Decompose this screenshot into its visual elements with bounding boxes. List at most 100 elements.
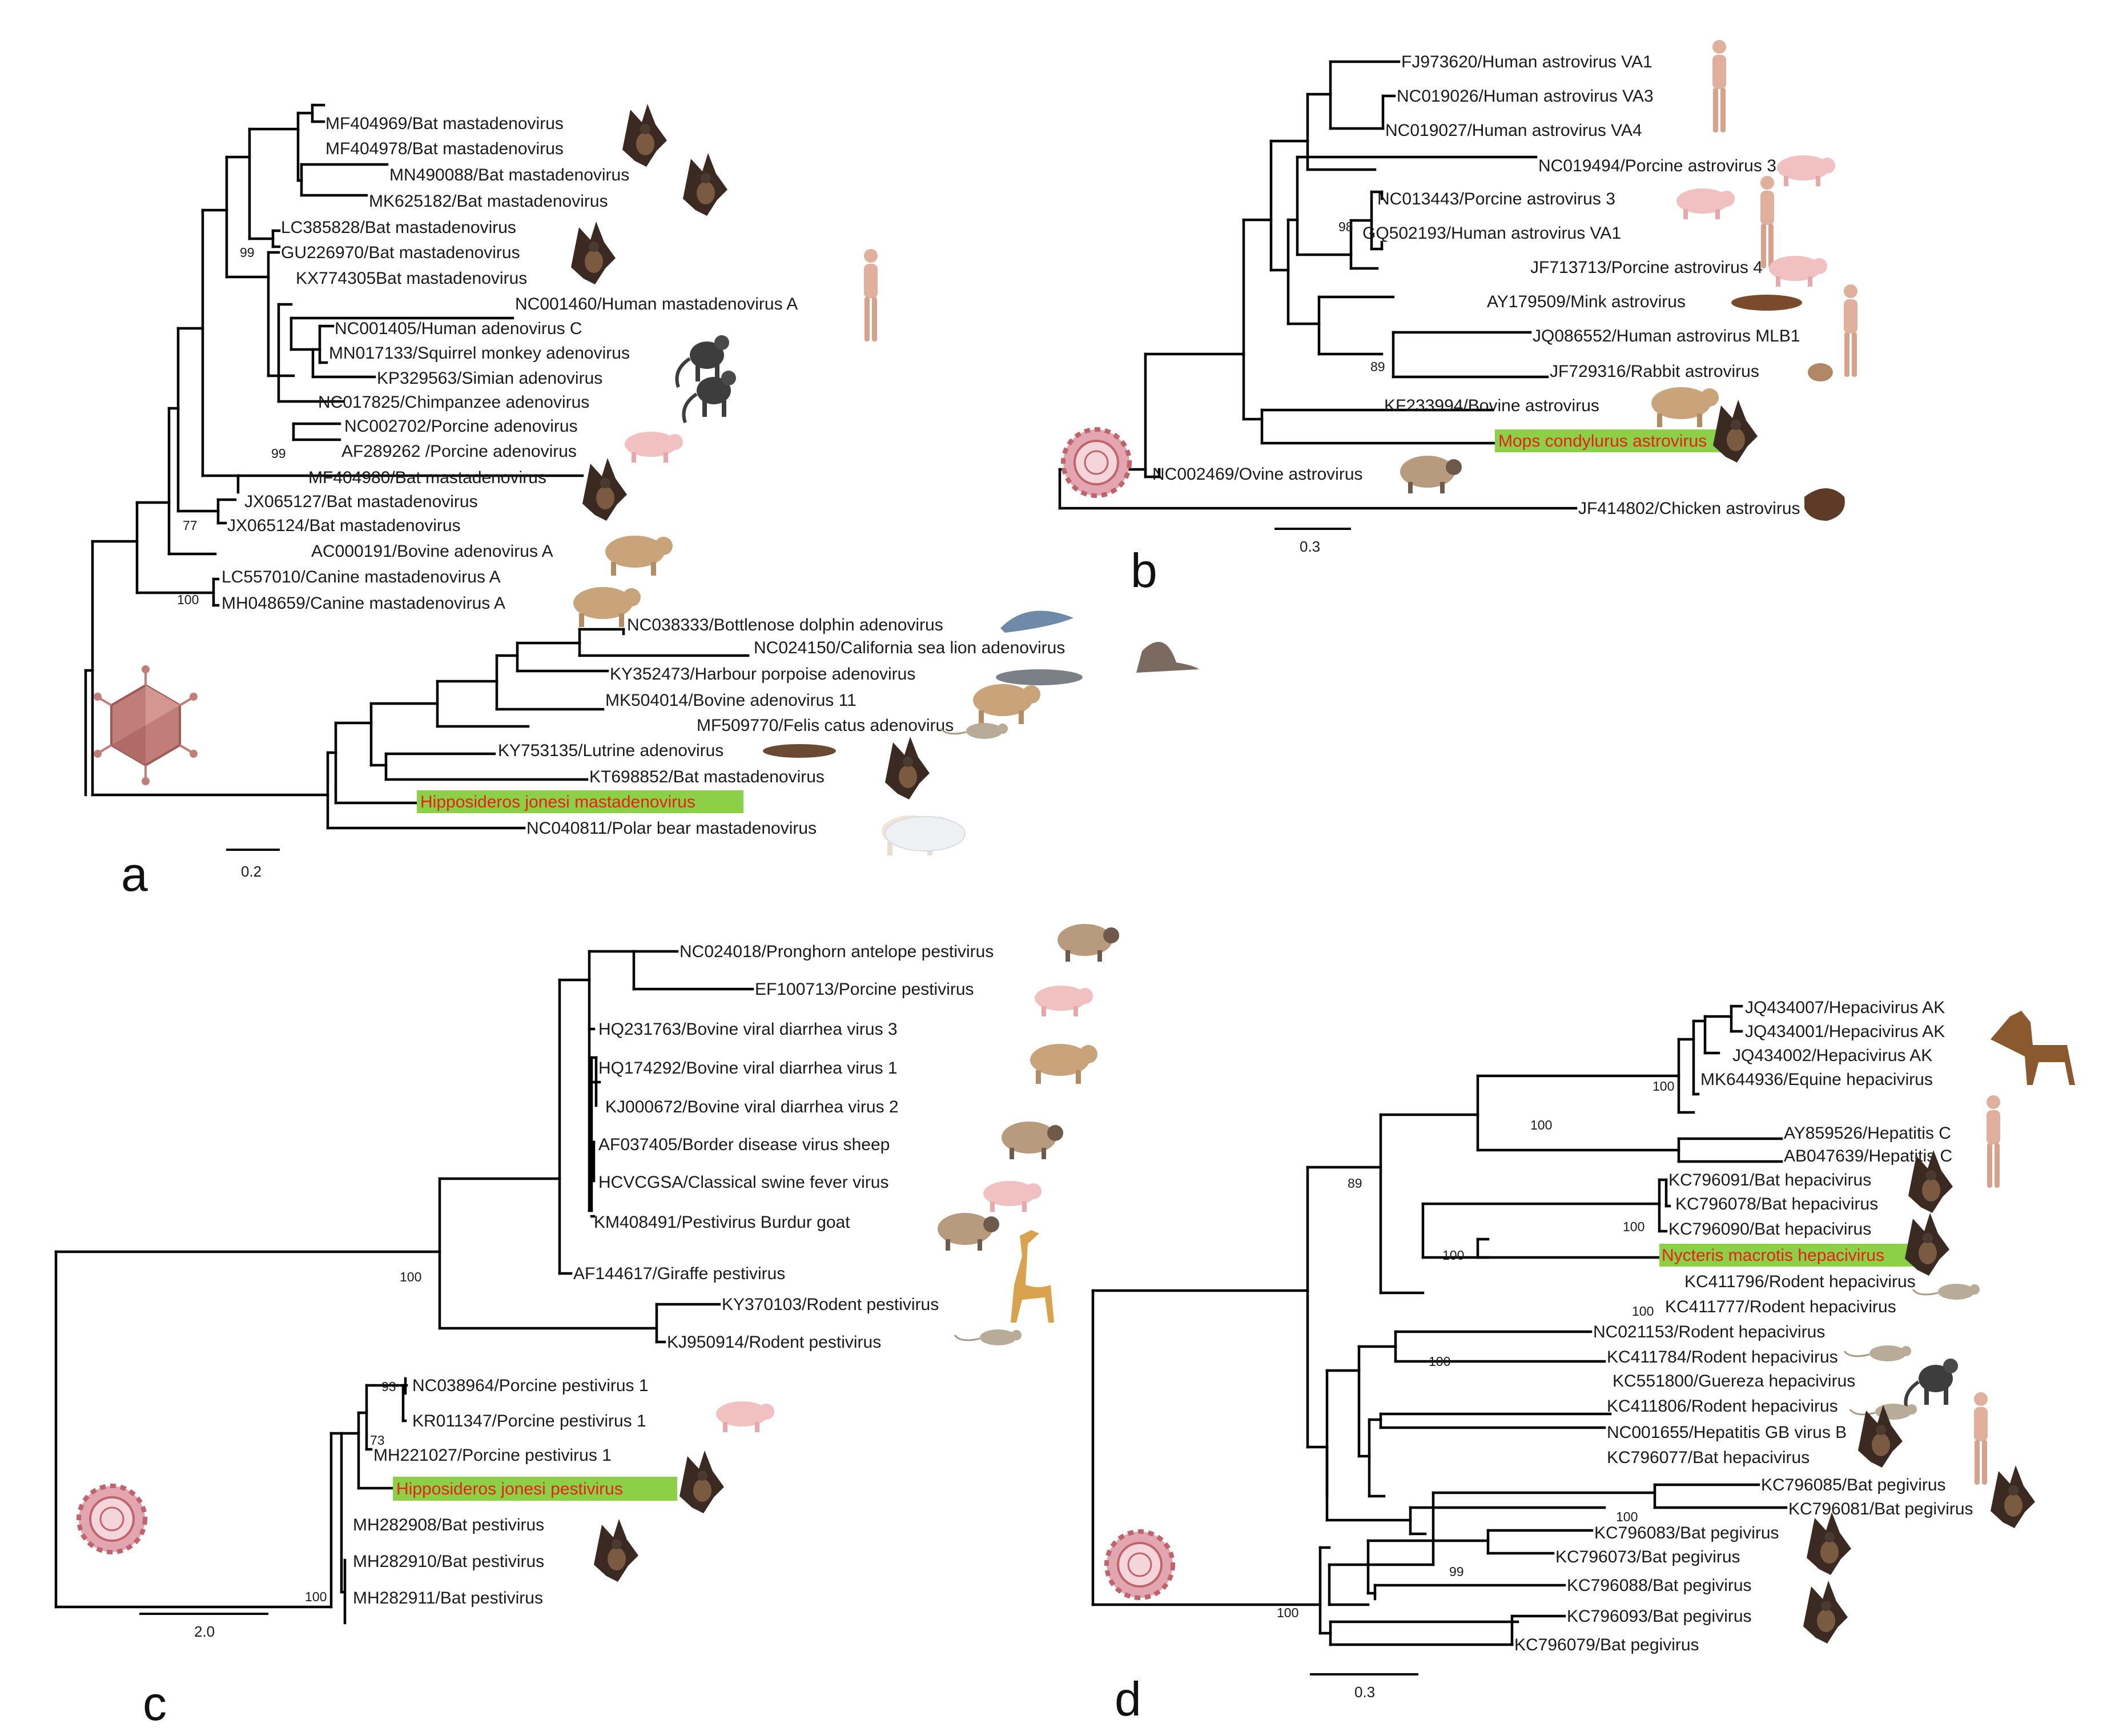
tip-label: JX065127/Bat mastadenovirus [244,492,478,511]
panel-c-bootstrap-values: 100 93 73 100 [305,1269,421,1604]
scale-label: 2.0 [194,1623,215,1640]
panel-a-adenovirus-tree: MF404969/Bat mastadenovirus MF404978/Bat… [84,103,1199,901]
bat-icon [622,104,667,167]
tip-label: NC002469/Ovine astrovirus [1152,465,1363,484]
bat-icon [571,222,616,284]
bootstrap-value: 89 [1370,359,1385,374]
bootstrap-value: 100 [400,1269,421,1284]
tip-label: KY352473/Harbour porpoise adenovirus [610,665,915,684]
panel-c-leaf-labels: NC024018/Pronghorn antelope pestivirus E… [353,942,994,1608]
tip-label: MK504014/Bovine adenovirus 11 [605,691,857,710]
bat-icon [1713,400,1758,463]
bootstrap-value: 93 [381,1379,396,1394]
tip-label: MH221027/Porcine pestivirus 1 [373,1446,612,1465]
tip-label: KC796090/Bat hepacivirus [1668,1220,1871,1239]
cow-icon [1651,387,1719,427]
tip-label: KC796093/Bat pegivirus [1567,1607,1752,1626]
tip-label: GU226970/Bat mastadenovirus [281,243,520,262]
panel-c-branches [54,950,754,1625]
pig-icon [983,1181,1042,1212]
panel-c-scale-bar: 2.0 [139,1613,268,1640]
tip-label: MK644936/Equine hepacivirus [1700,1070,1933,1089]
panel-a-scale-bar: 0.2 [226,849,280,880]
panel-b-icons [1063,40,1857,521]
bat-icon [1807,1512,1851,1575]
tip-label: NC024150/California sea lion adenovirus [754,638,1065,657]
mink-icon [1731,295,1802,311]
tip-label: KC796079/Bat pegivirus [1514,1635,1699,1654]
pestivirus-icon [79,1486,145,1552]
tip-label: AF037405/Border disease virus sheep [598,1135,890,1154]
human-icon [864,249,878,341]
bootstrap-value: 98 [1338,219,1353,234]
tip-label: AY859526/Hepatitis C [1784,1124,1951,1143]
pig-icon [1676,188,1735,219]
tip-label: KF233994/Bovine astrovirus [1384,396,1599,415]
bootstrap-value: 100 [1616,1509,1638,1524]
bat-icon [1991,1465,2035,1528]
bootstrap-value: 99 [240,245,255,260]
tip-label: KC796091/Bat hepacivirus [1668,1171,1871,1190]
tip-label: KP329563/Simian adenovirus [377,369,602,388]
panel-d-scale-bar: 0.3 [1310,1673,1418,1701]
otter-icon [763,744,836,758]
tip-label: KY753135/Lutrine adenovirus [498,741,723,760]
panel-c-icons [79,924,1119,1582]
tip-label: LC557010/Canine mastadenovirus A [222,568,501,586]
scale-label: 0.3 [1300,538,1320,555]
tip-label: MH048659/Canine mastadenovirus A [222,594,505,613]
pig-icon [1035,986,1093,1016]
bat-icon [679,1450,724,1513]
panel-d-icons [1107,1011,2075,1643]
highlight-label: Mops condylurus astrovirus [1498,432,1707,451]
panel-d-leaf-labels: JQ434007/Hepacivirus AK JQ434001/Hepaciv… [1514,998,1973,1654]
pronghorn-icon [1058,924,1119,962]
tip-label: AY179509/Mink astrovirus [1487,292,1686,311]
panel-a-leaf-labels: MF404969/Bat mastadenovirus MF404978/Bat… [222,114,1065,838]
tip-label: MK625182/Bat mastadenovirus [369,192,608,211]
tip-label: MH282911/Bat pestivirus [353,1589,543,1608]
panel-c-pestivirus-tree: NC024018/Pronghorn antelope pestivirus E… [54,924,1119,1730]
bootstrap-value: 100 [177,592,199,607]
tip-label: HCVCGSA/Classical swine fever virus [598,1173,888,1192]
bootstrap-value: 100 [1277,1605,1298,1620]
rat-icon [954,1328,1023,1347]
tip-label: KT698852/Bat mastadenovirus [589,767,825,786]
tip-label: KC796078/Bat hepacivirus [1675,1195,1878,1213]
tip-label: NC001405/Human adenovirus C [335,319,582,338]
human-icon [1844,284,1857,377]
highlight-box [417,790,743,813]
bootstrap-value: 100 [1623,1219,1644,1234]
cow-icon [973,684,1040,724]
tip-label: FJ973620/Human astrovirus VA1 [1401,53,1652,71]
bootstrap-value: 99 [271,446,286,461]
tip-label: KC796077/Bat hepacivirus [1607,1448,1810,1467]
bootstrap-value: 100 [1530,1118,1552,1132]
tip-label: KC796088/Bat pegivirus [1567,1576,1752,1595]
panel-label: d [1115,1672,1141,1726]
highlight-box [393,1477,677,1501]
hepacivirus-icon [1107,1532,1173,1598]
bootstrap-value: 89 [1348,1176,1362,1191]
tip-label: KM408491/Pestivirus Burdur goat [594,1213,850,1232]
tip-label: KY370103/Rodent pestivirus [722,1295,939,1314]
tip-label: HQ174292/Bovine viral diarrhea virus 1 [598,1059,898,1078]
tip-label: NC040811/Polar bear mastadenovirus [526,819,817,838]
bootstrap-value: 100 [1442,1248,1464,1263]
human-icon [1987,1095,2000,1188]
human-icon [1974,1392,1988,1485]
panel-a-branches [84,103,750,830]
tip-label: KC796085/Bat pegivirus [1761,1476,1946,1494]
bootstrap-value: 100 [1429,1354,1450,1369]
panel-d-branches [1091,1004,1788,1646]
tip-label: AC000191/Bovine adenovirus A [311,542,553,561]
human-icon [1712,40,1726,132]
bootstrap-value: 100 [1632,1304,1654,1319]
tip-label: NC038333/Bottlenose dolphin adenovirus [627,616,943,634]
rat-icon [1912,1283,1981,1301]
panel-b-astrovirus-tree: FJ973620/Human astrovirus VA1 NC019026/H… [1058,40,1857,597]
tip-label: NC001655/Hepatitis GB virus B [1607,1423,1847,1442]
human-icon [1760,176,1774,268]
panel-label: a [121,847,148,901]
tip-label: KC411784/Rodent hepacivirus [1607,1348,1838,1367]
